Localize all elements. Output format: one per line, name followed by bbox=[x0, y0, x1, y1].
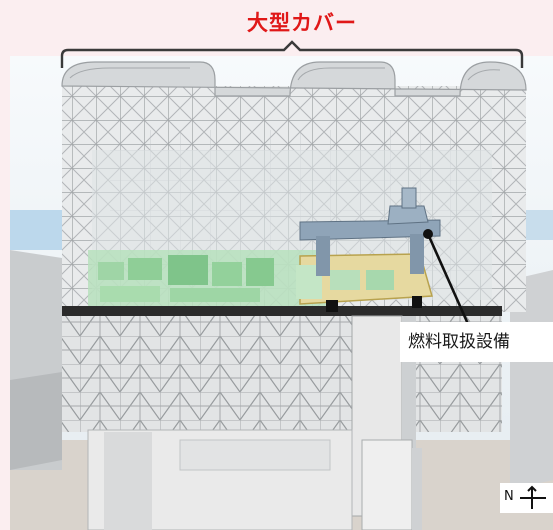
sea bbox=[10, 210, 70, 250]
north-arrow-icon bbox=[520, 485, 546, 509]
callout-dot bbox=[423, 229, 433, 239]
title-label: 大型カバー bbox=[247, 11, 357, 35]
operating-floor bbox=[62, 306, 502, 316]
compass: N bbox=[500, 483, 553, 513]
fuel-handling-equipment-label: 燃料取扱設備 bbox=[400, 322, 553, 362]
title-bracket bbox=[60, 40, 524, 68]
callout-leader-line bbox=[426, 233, 470, 325]
annex bbox=[361, 439, 413, 530]
roof bbox=[61, 61, 527, 97]
north-label: N bbox=[504, 489, 514, 504]
